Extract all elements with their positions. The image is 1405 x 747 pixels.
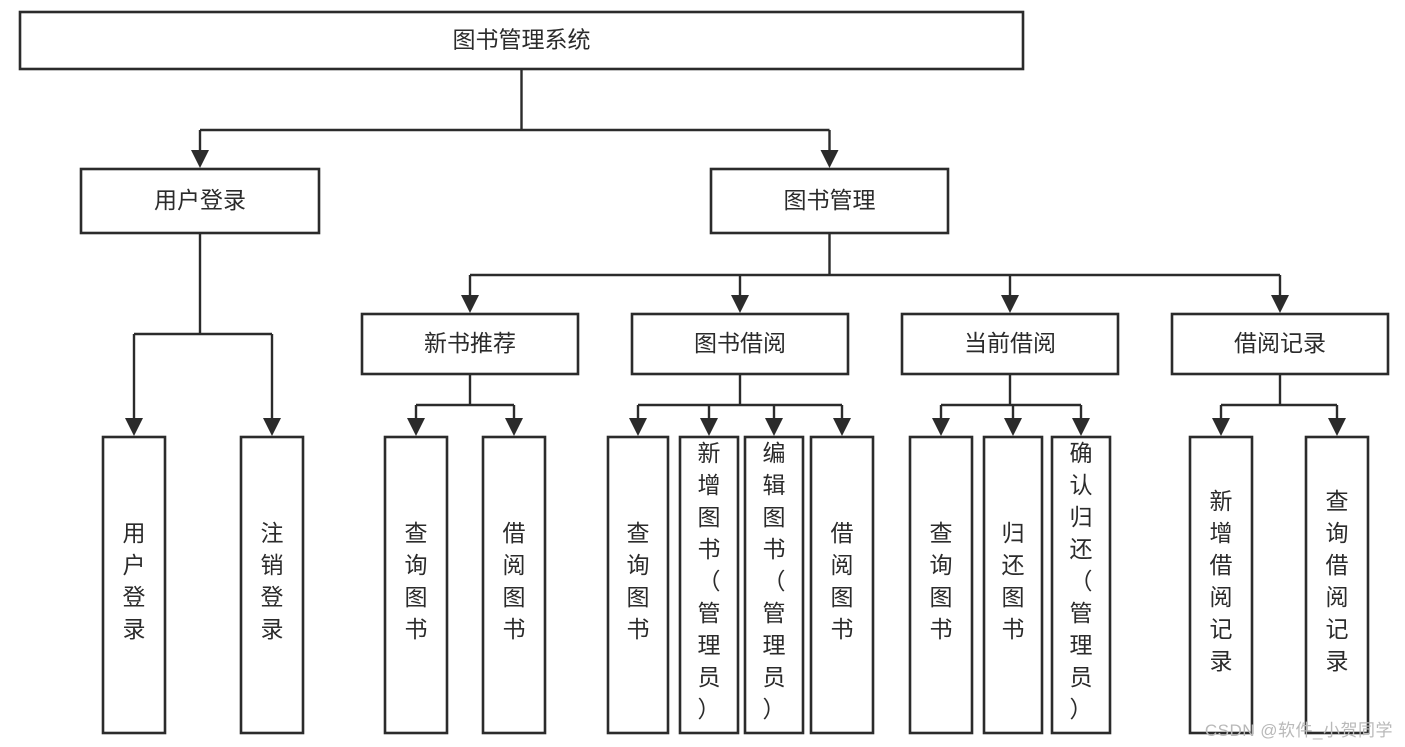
arrow-head-icon xyxy=(1212,418,1230,436)
node-label: 借阅图书 xyxy=(831,520,854,642)
arrow-head-icon xyxy=(833,418,851,436)
node-label: 用户登录 xyxy=(154,187,246,213)
node-box xyxy=(630,312,850,376)
arrow-head-icon xyxy=(461,295,479,313)
node-leaf-return-book[interactable]: 归还图书 xyxy=(982,435,1044,735)
node-book-manage[interactable]: 图书管理 xyxy=(709,167,950,235)
node-leaf-borrow-book-1[interactable]: 借阅图书 xyxy=(481,435,547,735)
node-label: 查询图书 xyxy=(627,520,650,642)
connector-layer xyxy=(125,69,1346,436)
node-box xyxy=(360,312,580,376)
node-leaf-add-book[interactable]: 新增图书（管理员） xyxy=(678,435,740,735)
arrow-head-icon xyxy=(820,150,839,168)
node-box xyxy=(900,312,1120,376)
arrow-head-icon xyxy=(191,150,209,168)
arrow-head-icon xyxy=(629,418,647,436)
arrow-head-icon xyxy=(125,418,143,436)
arrow-head-icon xyxy=(1271,295,1289,313)
node-label: 查询图书 xyxy=(930,520,953,642)
node-label: 编辑图书（管理员） xyxy=(763,440,786,722)
node-leaf-query-book-2[interactable]: 查询图书 xyxy=(606,435,670,735)
node-label: 借阅图书 xyxy=(503,520,526,642)
node-label: 图书借阅 xyxy=(694,330,786,356)
arrow-head-icon xyxy=(765,418,783,436)
node-label: 注销登录 xyxy=(261,520,284,642)
node-leaf-query-book-3[interactable]: 查询图书 xyxy=(908,435,974,735)
node-label: 查询借阅记录 xyxy=(1326,488,1349,674)
node-label: 新增图书（管理员） xyxy=(698,440,721,722)
node-label: 查询图书 xyxy=(405,520,428,642)
node-leaf-edit-book[interactable]: 编辑图书（管理员） xyxy=(743,435,805,735)
node-box xyxy=(1170,312,1390,376)
node-box xyxy=(1188,435,1254,735)
node-label: 新增借阅记录 xyxy=(1210,488,1233,674)
node-box xyxy=(1050,435,1112,735)
node-box xyxy=(606,435,670,735)
node-leaf-query-record[interactable]: 查询借阅记录 xyxy=(1304,435,1370,735)
node-label: 借阅记录 xyxy=(1234,330,1326,356)
node-leaf-confirm-return[interactable]: 确认归还（管理员） xyxy=(1050,435,1112,735)
node-leaf-query-book-1[interactable]: 查询图书 xyxy=(383,435,449,735)
node-label: 用户登录 xyxy=(123,520,146,642)
node-layer: 图书管理系统用户登录图书管理新书推荐图书借阅当前借阅借阅记录用户登录注销登录查询… xyxy=(18,10,1390,735)
node-current-borrow[interactable]: 当前借阅 xyxy=(900,312,1120,376)
node-leaf-borrow-book-2[interactable]: 借阅图书 xyxy=(809,435,875,735)
node-box xyxy=(1304,435,1370,735)
arrow-head-icon xyxy=(505,418,523,436)
node-box xyxy=(18,10,1025,71)
node-box xyxy=(709,167,950,235)
node-user-login[interactable]: 用户登录 xyxy=(79,167,321,235)
node-box xyxy=(481,435,547,735)
node-new-book-recommend[interactable]: 新书推荐 xyxy=(360,312,580,376)
node-label: 归还图书 xyxy=(1002,520,1025,642)
arrow-head-icon xyxy=(1328,418,1346,436)
node-box xyxy=(809,435,875,735)
node-leaf-user-login[interactable]: 用户登录 xyxy=(101,435,167,735)
arrow-head-icon xyxy=(1001,295,1019,313)
node-borrow-record[interactable]: 借阅记录 xyxy=(1170,312,1390,376)
arrow-head-icon xyxy=(1004,418,1022,436)
node-box xyxy=(743,435,805,735)
node-box xyxy=(678,435,740,735)
arrow-head-icon xyxy=(932,418,950,436)
node-box xyxy=(239,435,305,735)
arrow-head-icon xyxy=(407,418,425,436)
node-box xyxy=(982,435,1044,735)
node-label: 新书推荐 xyxy=(424,330,516,356)
arrow-head-icon xyxy=(731,295,749,313)
arrow-head-icon xyxy=(263,418,281,436)
node-box xyxy=(79,167,321,235)
node-box xyxy=(101,435,167,735)
node-book-borrow[interactable]: 图书借阅 xyxy=(630,312,850,376)
node-leaf-add-record[interactable]: 新增借阅记录 xyxy=(1188,435,1254,735)
node-box xyxy=(908,435,974,735)
node-label: 确认归还（管理员） xyxy=(1070,440,1093,722)
node-root[interactable]: 图书管理系统 xyxy=(18,10,1025,71)
node-box xyxy=(383,435,449,735)
node-label: 图书管理 xyxy=(784,187,876,213)
node-label: 图书管理系统 xyxy=(453,27,591,53)
node-label: 当前借阅 xyxy=(964,330,1056,356)
arrow-head-icon xyxy=(1072,418,1090,436)
node-leaf-logout[interactable]: 注销登录 xyxy=(239,435,305,735)
arrow-head-icon xyxy=(700,418,718,436)
